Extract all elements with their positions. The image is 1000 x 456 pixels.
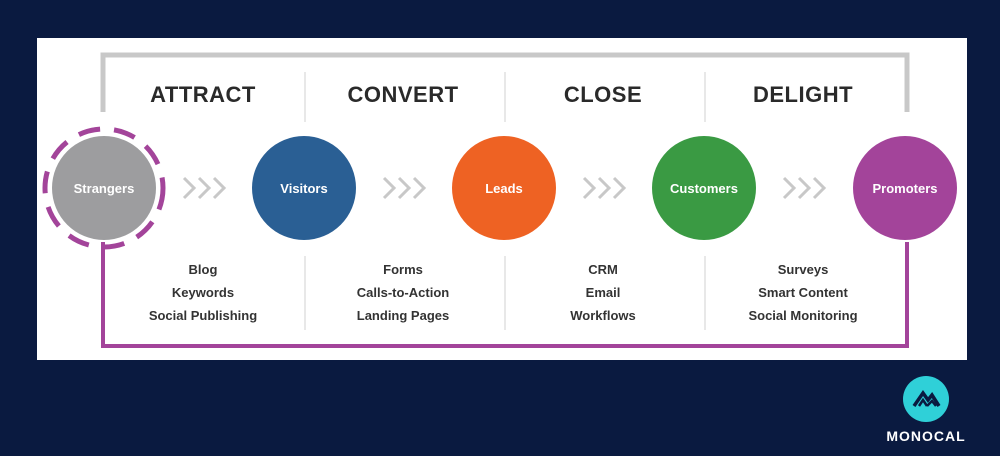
stage-attract: ATTRACT [150,82,256,107]
strangers-dashed-ring [42,126,166,250]
node-strangers: Strangers [52,136,156,240]
tool-item: Social Publishing [148,308,258,323]
node-strangers-label: Strangers [73,180,135,196]
tool-item: Blog [188,262,218,277]
node-visitors: Visitors [252,136,356,240]
node-promoters-label: Promoters [872,180,938,196]
node-leads: Leads [452,136,556,240]
node-promoters: Promoters [853,136,957,240]
tool-item: CRM [588,262,618,277]
brand-logo: MONOCAL [878,376,974,444]
tool-item: Forms [383,262,423,277]
tool-item: Smart Content [758,285,848,300]
tools-convert: Forms Calls-to-Action Landing Pages [303,258,503,327]
node-visitors-label: Visitors [280,180,328,196]
chevron-arrows-icon [582,176,627,200]
mountain-logo-icon [903,376,949,422]
tool-item: Keywords [171,285,235,300]
node-leads-label: Leads [485,180,523,196]
tools-attract: Blog Keywords Social Publishing [103,258,303,327]
tool-item: Landing Pages [356,308,450,323]
tool-item: Calls-to-Action [356,285,450,300]
node-customers: Customers [652,136,756,240]
top-loop-line [100,52,910,112]
bottom-loop-line [101,242,909,348]
chevron-arrows-icon [382,176,427,200]
stage-delight: DELIGHT [752,82,854,107]
stage-close: CLOSE [563,82,643,107]
tool-item: Email [585,285,621,300]
tool-item: Workflows [570,308,636,323]
stage-convert: CONVERT [347,82,459,107]
brand-name: MONOCAL [886,428,966,444]
tool-item: Surveys [777,262,829,277]
tools-close: CRM Email Workflows [503,258,703,327]
node-customers-label: Customers [670,180,738,196]
tool-item: Social Monitoring [748,308,858,323]
chevron-arrows-icon [782,176,827,200]
chevron-arrows-icon [182,176,227,200]
tools-delight: Surveys Smart Content Social Monitoring [703,258,903,327]
